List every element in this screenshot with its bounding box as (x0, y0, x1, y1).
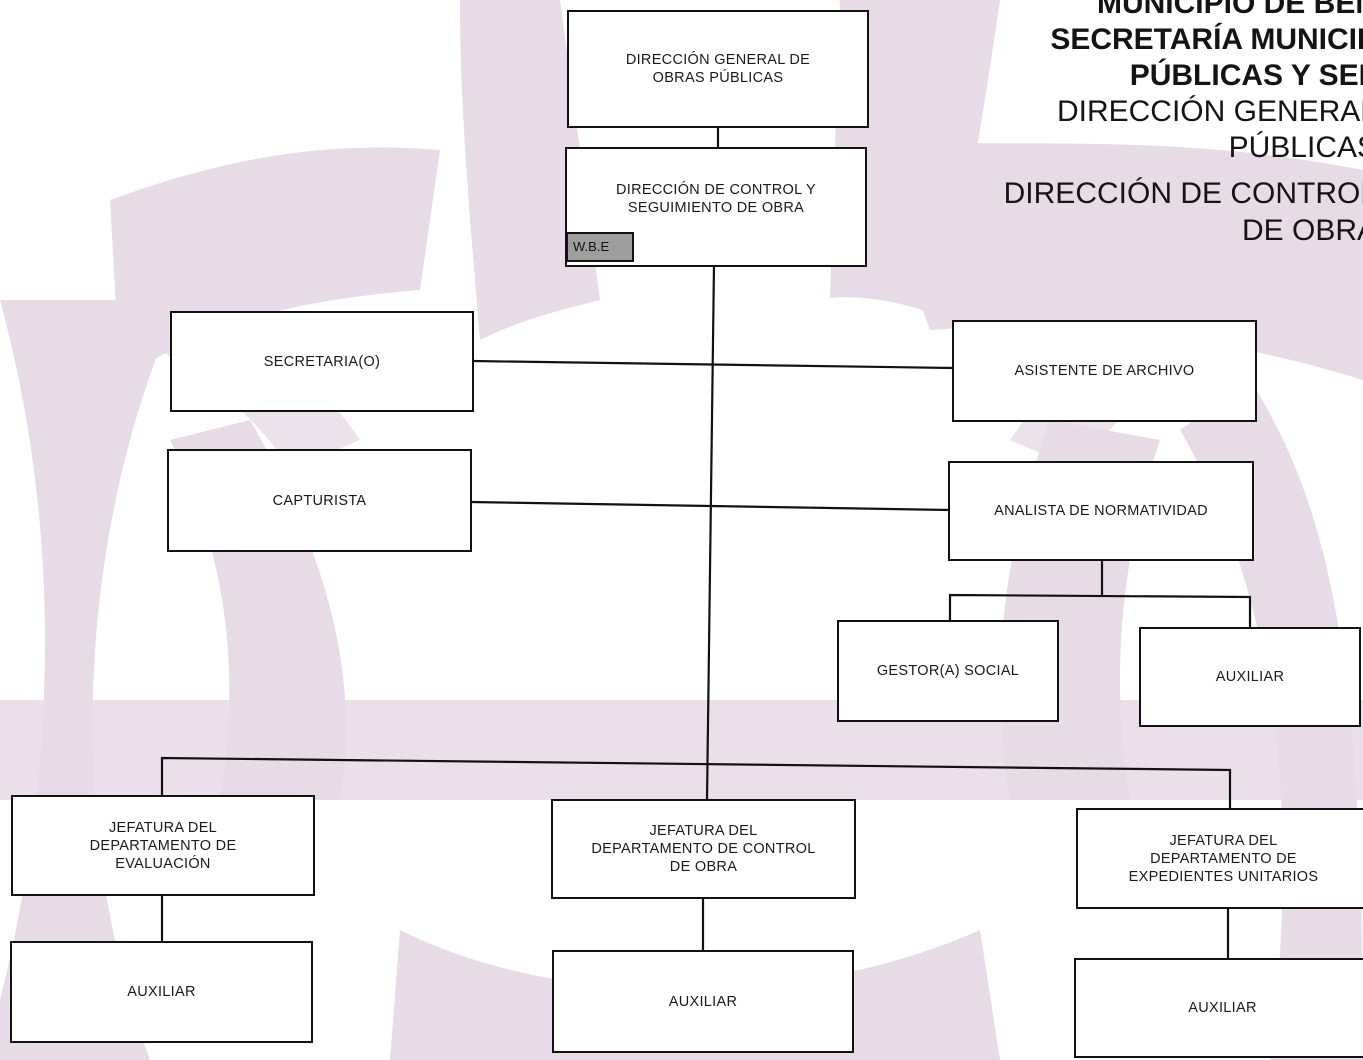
connector-main-trunk (705, 264, 716, 801)
node-auxiliar-expedientes: AUXILIAR (1074, 958, 1363, 1058)
header-publicas: PÚBLICAS (1228, 131, 1363, 164)
node-asistente-archivo: ASISTENTE DE ARCHIVO (952, 320, 1257, 422)
node-auxiliar-control-obra: AUXILIAR (552, 950, 854, 1053)
node-direccion-general: DIRECCIÓN GENERAL DE OBRAS PÚBLICAS (567, 10, 869, 128)
node-auxiliar-analista: AUXILIAR (1139, 627, 1361, 727)
wbe-tag: W.B.E (566, 232, 634, 262)
connector-capturista (469, 500, 951, 512)
node-jefatura-expedientes: JEFATURA DEL DEPARTAMENTO DE EXPEDIENTES… (1076, 808, 1363, 909)
connector-secretaria (471, 359, 954, 370)
node-gestor-social: GESTOR(A) SOCIAL (837, 620, 1059, 722)
header-title-block: MUNICIPIO DE BEN SECRETARÍA MUNICIP PÚBL… (933, 0, 1363, 300)
header-direccion-general: DIRECCIÓN GENERAL (1056, 95, 1363, 128)
header-direccion-control: DIRECCIÓN DE CONTROL (1003, 177, 1363, 210)
connector-analista-branch (948, 593, 1252, 628)
node-jefatura-control-obra: JEFATURA DEL DEPARTAMENTO DE CONTROL DE … (551, 799, 856, 899)
node-secretaria: SECRETARIA(O) (170, 311, 474, 412)
connector-jefaturas-bar (160, 756, 1232, 808)
header-publicas-servicios: PÚBLICAS Y SEF (1129, 59, 1363, 92)
header-municipio: MUNICIPIO DE BEN (1096, 0, 1363, 20)
header-de-obra: DE OBRA (1241, 214, 1363, 247)
header-secretaria: SECRETARÍA MUNICIP (1050, 23, 1363, 56)
node-analista-normatividad: ANALISTA DE NORMATIVIDAD (948, 461, 1254, 561)
node-auxiliar-evaluacion: AUXILIAR (10, 941, 313, 1043)
node-jefatura-evaluacion: JEFATURA DEL DEPARTAMENTO DE EVALUACIÓN (11, 795, 315, 896)
node-capturista: CAPTURISTA (167, 449, 472, 552)
